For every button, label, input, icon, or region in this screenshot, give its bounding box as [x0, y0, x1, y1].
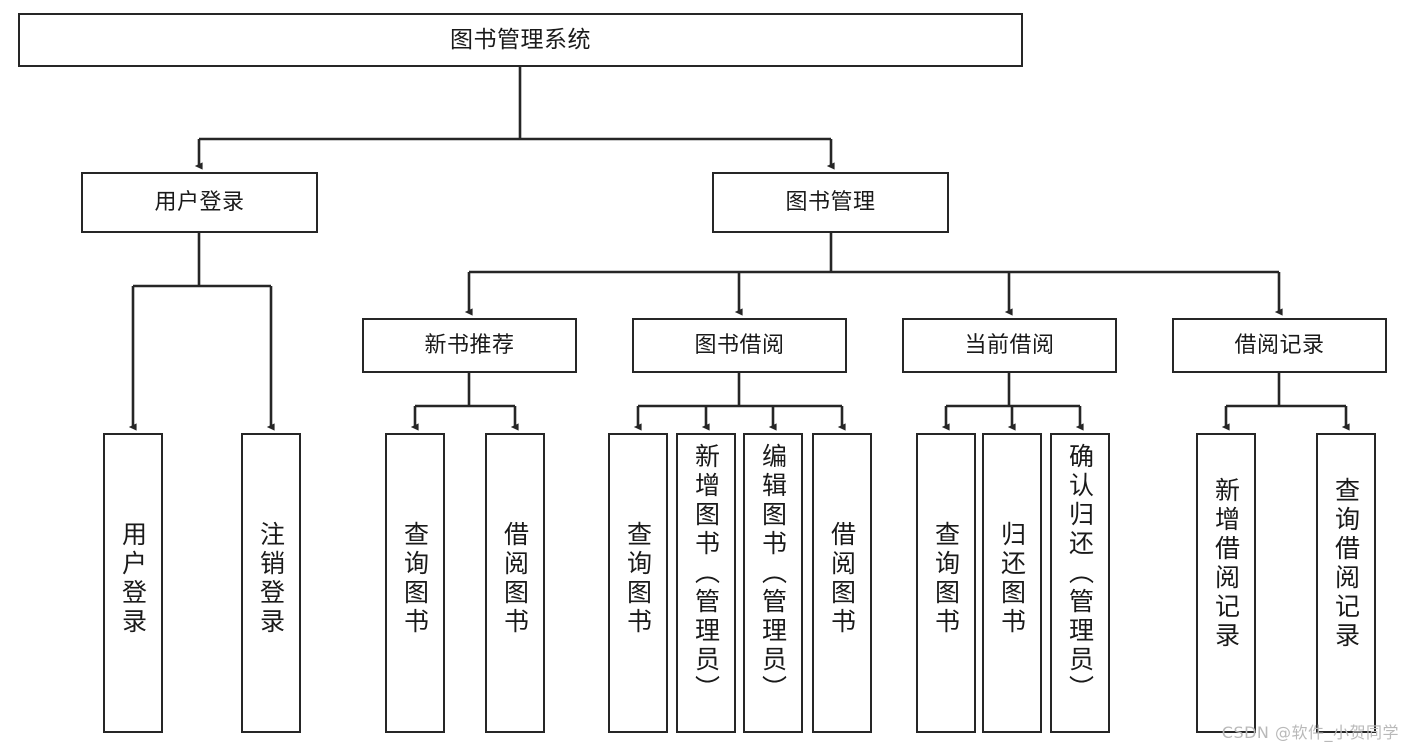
node-leaf-query-book-2-label: 查询图书 [623, 521, 653, 637]
node-new-book-recommend[interactable]: 新书推荐 [362, 318, 577, 373]
node-borrow-record-label: 借阅记录 [1234, 332, 1325, 358]
node-root-label: 图书管理系统 [450, 26, 591, 53]
node-leaf-return-book-label: 归还图书 [997, 521, 1027, 637]
node-new-book-recommend-label: 新书推荐 [424, 332, 515, 358]
node-book-manage-label: 图书管理 [785, 189, 876, 215]
node-leaf-confirm-return-label: 确认归还（管理员） [1065, 443, 1095, 704]
node-current-borrow[interactable]: 当前借阅 [902, 318, 1117, 373]
node-leaf-user-login-label: 用户登录 [118, 521, 148, 637]
node-user-login[interactable]: 用户登录 [81, 172, 318, 233]
node-leaf-query-record[interactable]: 查询借阅记录 [1316, 433, 1376, 733]
node-leaf-query-book-1-label: 查询图书 [400, 521, 430, 637]
node-leaf-edit-book[interactable]: 编辑图书（管理员） [743, 433, 803, 733]
node-leaf-user-login[interactable]: 用户登录 [103, 433, 163, 733]
node-leaf-edit-book-label: 编辑图书（管理员） [758, 443, 788, 704]
node-leaf-borrow-book-1-label: 借阅图书 [500, 521, 530, 637]
node-leaf-logout-login[interactable]: 注销登录 [241, 433, 301, 733]
node-leaf-add-book-label: 新增图书（管理员） [691, 443, 721, 704]
node-leaf-borrow-book-1[interactable]: 借阅图书 [485, 433, 545, 733]
node-leaf-borrow-book-2-label: 借阅图书 [827, 521, 857, 637]
node-book-borrow-label: 图书借阅 [694, 332, 785, 358]
node-leaf-add-record-label: 新增借阅记录 [1211, 477, 1241, 651]
node-book-manage[interactable]: 图书管理 [712, 172, 949, 233]
node-root[interactable]: 图书管理系统 [18, 13, 1023, 67]
node-leaf-return-book[interactable]: 归还图书 [982, 433, 1042, 733]
node-leaf-add-record[interactable]: 新增借阅记录 [1196, 433, 1256, 733]
node-leaf-confirm-return[interactable]: 确认归还（管理员） [1050, 433, 1110, 733]
node-leaf-query-book-2[interactable]: 查询图书 [608, 433, 668, 733]
node-user-login-label: 用户登录 [154, 189, 245, 215]
node-leaf-logout-login-label: 注销登录 [256, 521, 286, 637]
node-leaf-query-book-3-label: 查询图书 [931, 521, 961, 637]
node-borrow-record[interactable]: 借阅记录 [1172, 318, 1387, 373]
node-leaf-query-book-1[interactable]: 查询图书 [385, 433, 445, 733]
node-leaf-query-book-3[interactable]: 查询图书 [916, 433, 976, 733]
node-current-borrow-label: 当前借阅 [964, 332, 1055, 358]
node-leaf-borrow-book-2[interactable]: 借阅图书 [812, 433, 872, 733]
node-book-borrow[interactable]: 图书借阅 [632, 318, 847, 373]
node-leaf-query-record-label: 查询借阅记录 [1331, 477, 1361, 651]
node-leaf-add-book[interactable]: 新增图书（管理员） [676, 433, 736, 733]
